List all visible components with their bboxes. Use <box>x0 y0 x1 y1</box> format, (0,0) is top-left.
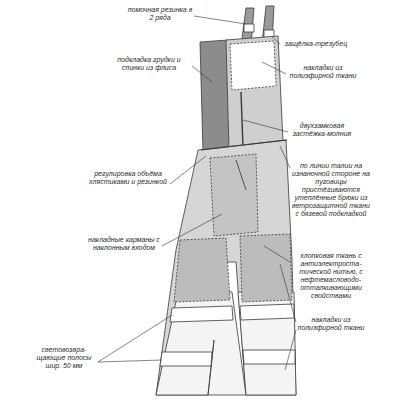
leader-line <box>192 66 212 82</box>
bib <box>226 36 283 150</box>
leader-line <box>170 156 206 184</box>
knee-pad <box>240 234 292 302</box>
callout-label: помочная резинка в 2 ряда <box>126 6 194 22</box>
leader-lines <box>98 16 296 370</box>
patch-pocket <box>210 154 258 236</box>
callout-label: защёлка-трезубец <box>281 40 351 48</box>
callout-label: накладки из полиэфирной ткани <box>287 64 359 80</box>
callout-label: накладки из полиэфирной ткани <box>297 316 365 332</box>
leader-line <box>264 246 290 262</box>
callout-label: регулировка объёма хлястиками и резинкой <box>86 170 170 186</box>
callout-label: подкладка грудки и спинки из флиса <box>106 56 192 72</box>
reflective-band <box>240 304 294 320</box>
leader-line <box>194 16 246 24</box>
leader-line <box>262 62 286 74</box>
leader-line <box>280 264 296 322</box>
leader-line <box>98 315 172 362</box>
leader-line <box>280 146 290 168</box>
pocket-opening <box>236 160 246 190</box>
leader-line <box>98 360 162 362</box>
callout-label: накладные карманы с наклонным входом <box>86 236 162 252</box>
leader-line <box>272 37 280 44</box>
reflective-band <box>160 352 212 366</box>
zipper <box>241 92 243 148</box>
leg-lower <box>238 292 296 395</box>
leg-lower <box>156 292 246 395</box>
knee-pad <box>174 238 230 302</box>
leader-line <box>243 120 288 132</box>
bib-lining <box>200 40 230 152</box>
callout-label: световозвра- щающие полосы шир. 50 мм <box>30 346 98 370</box>
trousers <box>156 140 296 395</box>
reflective-band <box>170 306 233 322</box>
callout-label: хлопковая ткань с антиэлектроста- тическ… <box>291 252 371 300</box>
waistline <box>201 140 287 150</box>
callout-label: двухзамковая застёжка-молния <box>289 122 355 138</box>
strap-buckle <box>244 24 254 32</box>
leader-line <box>162 214 222 246</box>
callout-label: по линии талии на изнаночной стороне на … <box>291 162 371 218</box>
leader-line <box>285 330 296 370</box>
overalls <box>156 6 296 395</box>
